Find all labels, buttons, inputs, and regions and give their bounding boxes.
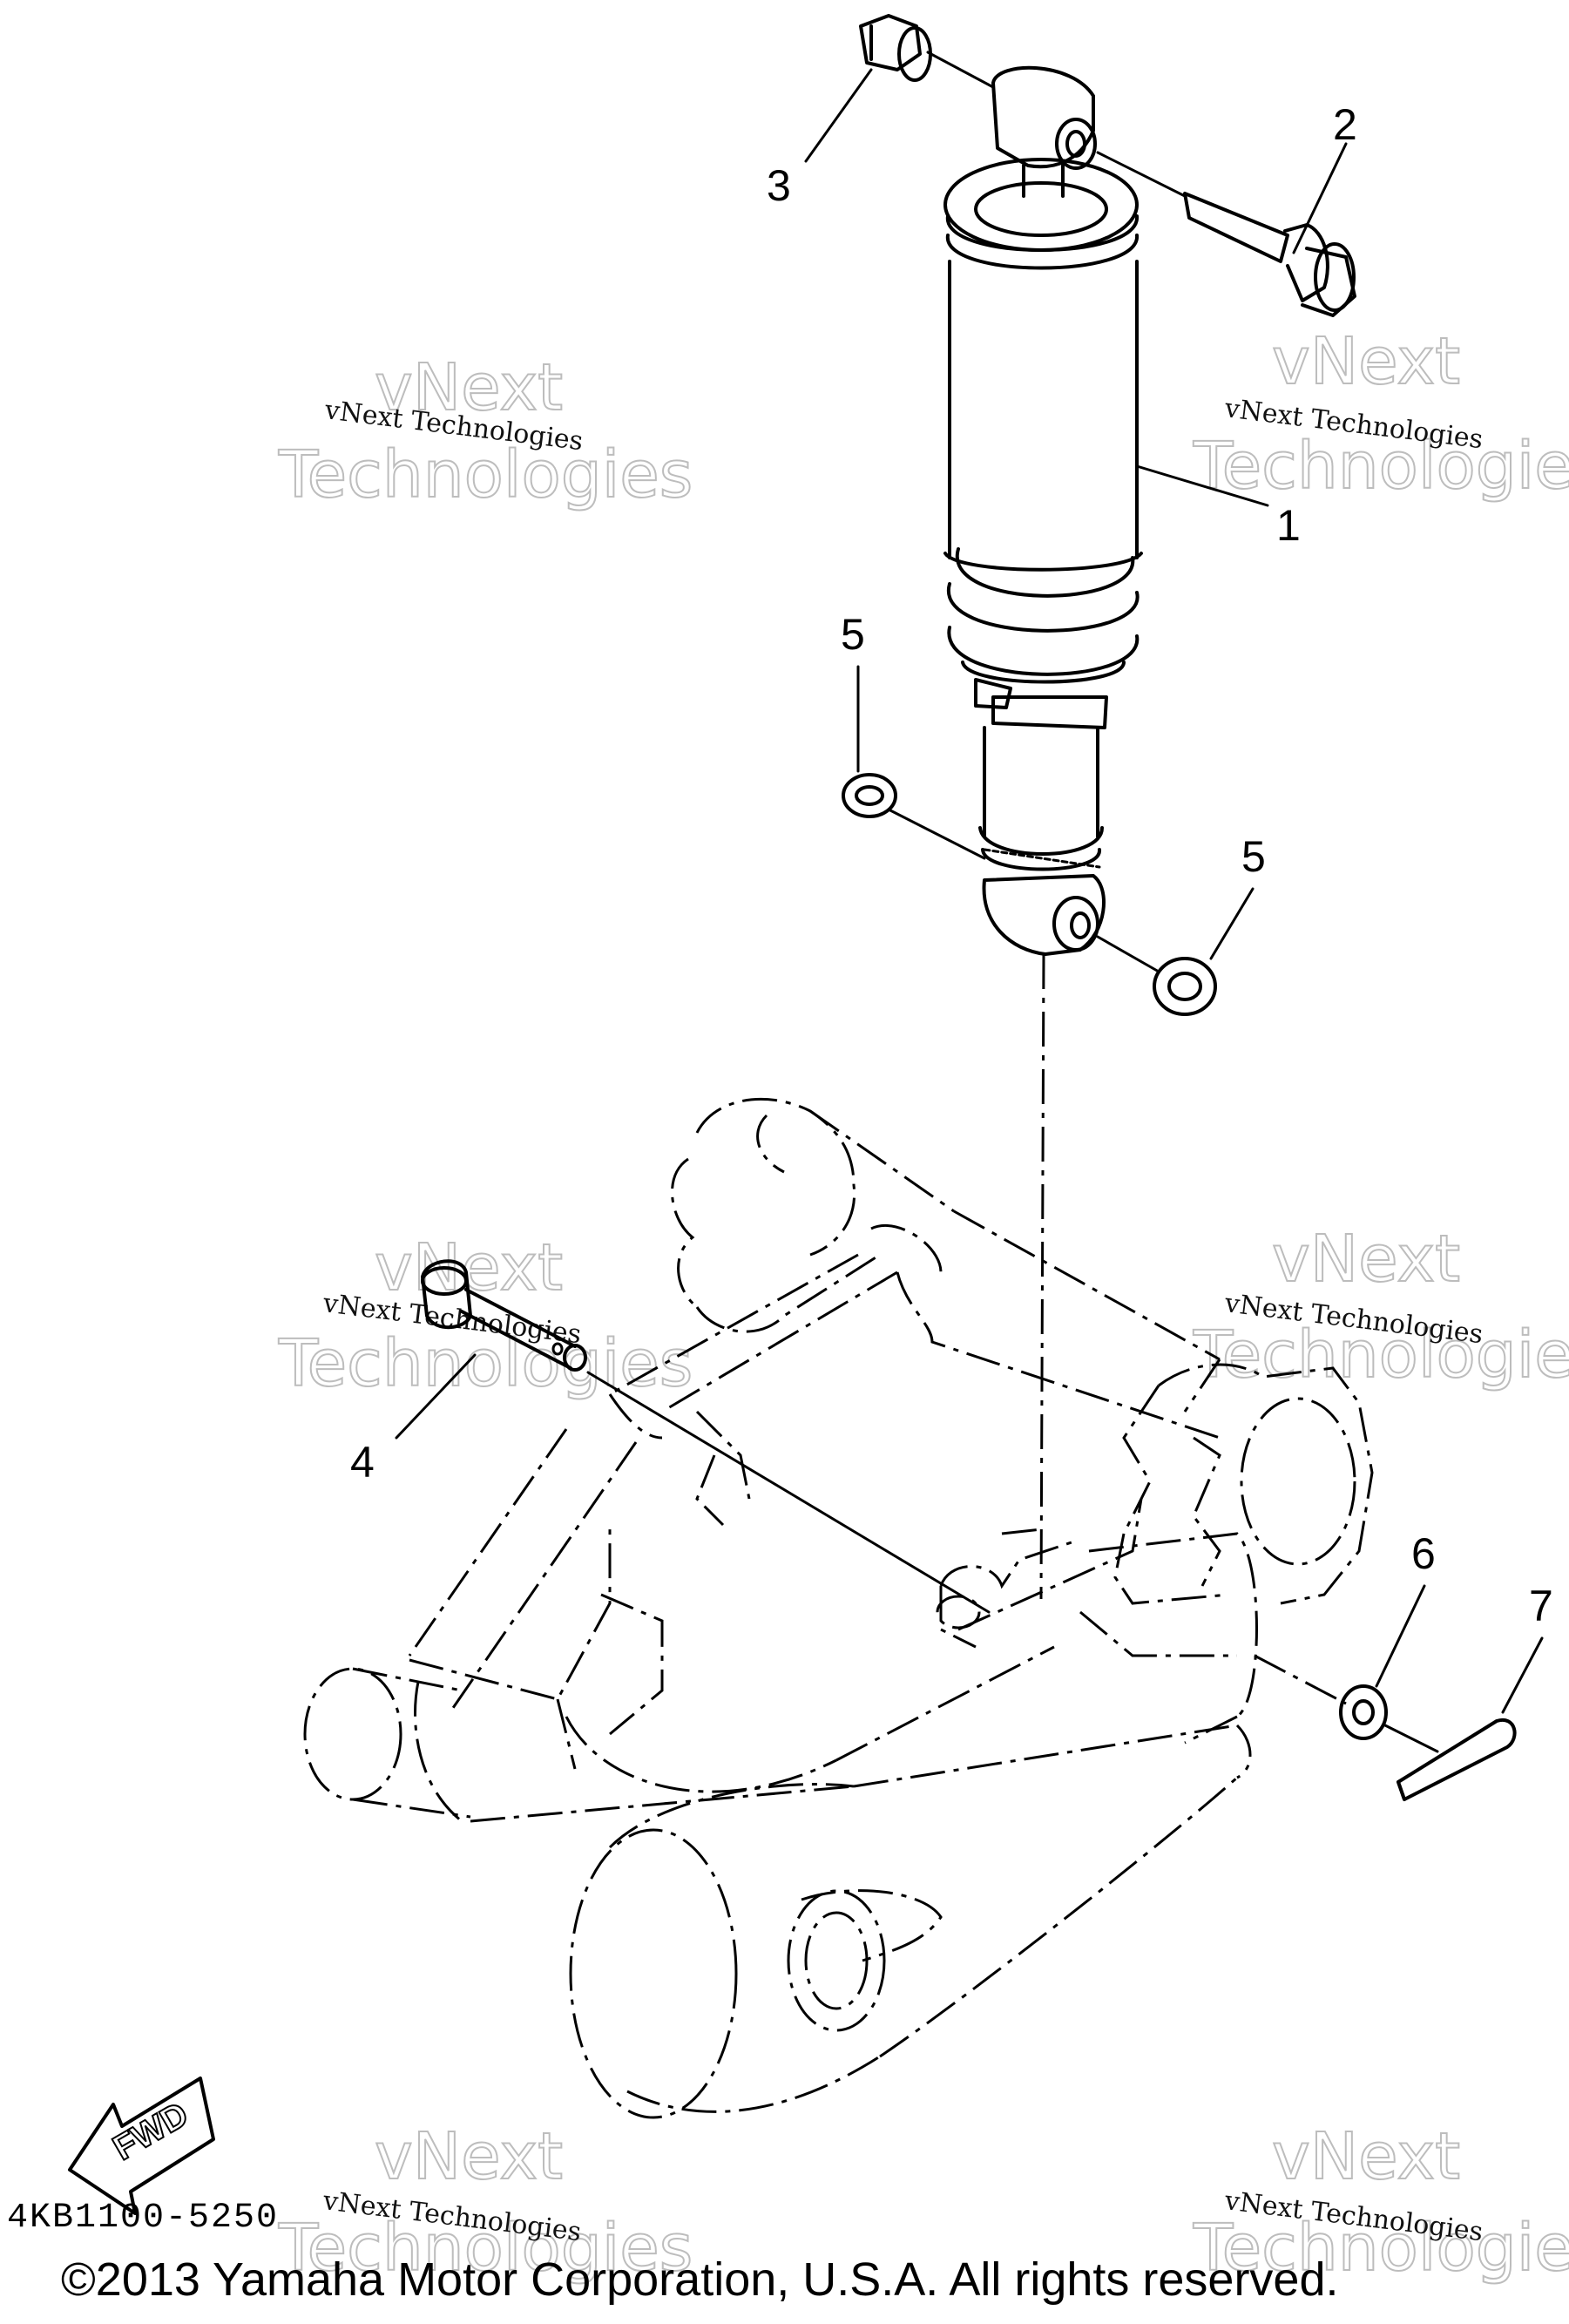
svg-text:Technologies: Technologies bbox=[278, 437, 693, 512]
leader-6 bbox=[1375, 1584, 1426, 1688]
callout-3: 3 bbox=[767, 161, 791, 210]
fwd-arrow-icon: FWD bbox=[68, 2077, 215, 2215]
callout-2: 2 bbox=[1333, 100, 1357, 149]
part-pivot-bolt bbox=[421, 1259, 587, 1372]
leader-1 bbox=[1135, 464, 1269, 507]
part-washer-left bbox=[842, 773, 897, 818]
axis-washer-right bbox=[1096, 935, 1160, 973]
part-washer-right bbox=[1153, 957, 1217, 1016]
watermark-top-left: vNext Technologies vNext Technologies bbox=[277, 349, 693, 513]
callout-7: 7 bbox=[1529, 1582, 1553, 1630]
watermark-mid-right: vNext Technologies vNext Technologies bbox=[1192, 1221, 1569, 1393]
watermark-bottom-left: vNext Technologies vNext Technologies bbox=[277, 2118, 693, 2287]
axis-nut bbox=[926, 51, 995, 89]
copyright-notice: ©2013 Yamaha Motor Corporation, U.S.A. A… bbox=[61, 2253, 1339, 2306]
watermark-top-right: vNext Technologies vNext Technologies bbox=[1192, 323, 1569, 505]
svg-text:vNext: vNext bbox=[375, 350, 563, 425]
axis-bolt bbox=[1096, 151, 1187, 198]
axis-washer-6 bbox=[1254, 1654, 1347, 1705]
callout-6: 6 bbox=[1411, 1529, 1436, 1578]
leader-5b bbox=[1209, 887, 1255, 960]
leader-7 bbox=[1501, 1636, 1544, 1714]
watermark-mid-left: vNext Technologies vNext Technologies bbox=[277, 1230, 693, 1402]
callout-5b: 5 bbox=[1241, 832, 1266, 881]
callout-4: 4 bbox=[350, 1438, 375, 1487]
part-rear-shock-absorber bbox=[943, 65, 1143, 956]
watermark-bottom-right: vNext Technologies vNext Technologies bbox=[1192, 2118, 1569, 2287]
part-cotter-pin bbox=[1397, 1718, 1517, 1801]
part-bolt bbox=[1183, 192, 1356, 317]
axis-shock-mount bbox=[1039, 953, 1045, 1600]
axis-pivot-bolt bbox=[586, 1371, 991, 1614]
callout-1: 1 bbox=[1276, 501, 1301, 550]
svg-text:vNext: vNext bbox=[1272, 1222, 1460, 1297]
diagram-code: 4KB1100-5250 bbox=[7, 2199, 279, 2238]
leader-3 bbox=[804, 68, 873, 163]
svg-text:Technologies: Technologies bbox=[1193, 1318, 1569, 1392]
axis-washer-left bbox=[889, 809, 986, 860]
svg-text:Technologies: Technologies bbox=[1193, 429, 1569, 504]
svg-text:Technologies: Technologies bbox=[278, 1326, 693, 1401]
fwd-label: FWD bbox=[107, 2095, 195, 2168]
callout-5a: 5 bbox=[841, 610, 865, 659]
svg-text:Technologies: Technologies bbox=[278, 2211, 693, 2286]
leader-4 bbox=[395, 1353, 477, 1440]
svg-text:vNext: vNext bbox=[1272, 2119, 1460, 2194]
leader-2 bbox=[1292, 142, 1348, 254]
part-swingarm bbox=[303, 1097, 1374, 2119]
svg-text:vNext: vNext bbox=[1272, 324, 1460, 399]
axis-cotter-pin bbox=[1383, 1724, 1439, 1753]
svg-text:vNext: vNext bbox=[375, 2119, 563, 2194]
part-washer-6 bbox=[1339, 1684, 1388, 1740]
svg-text:Technologies: Technologies bbox=[1193, 2211, 1569, 2286]
